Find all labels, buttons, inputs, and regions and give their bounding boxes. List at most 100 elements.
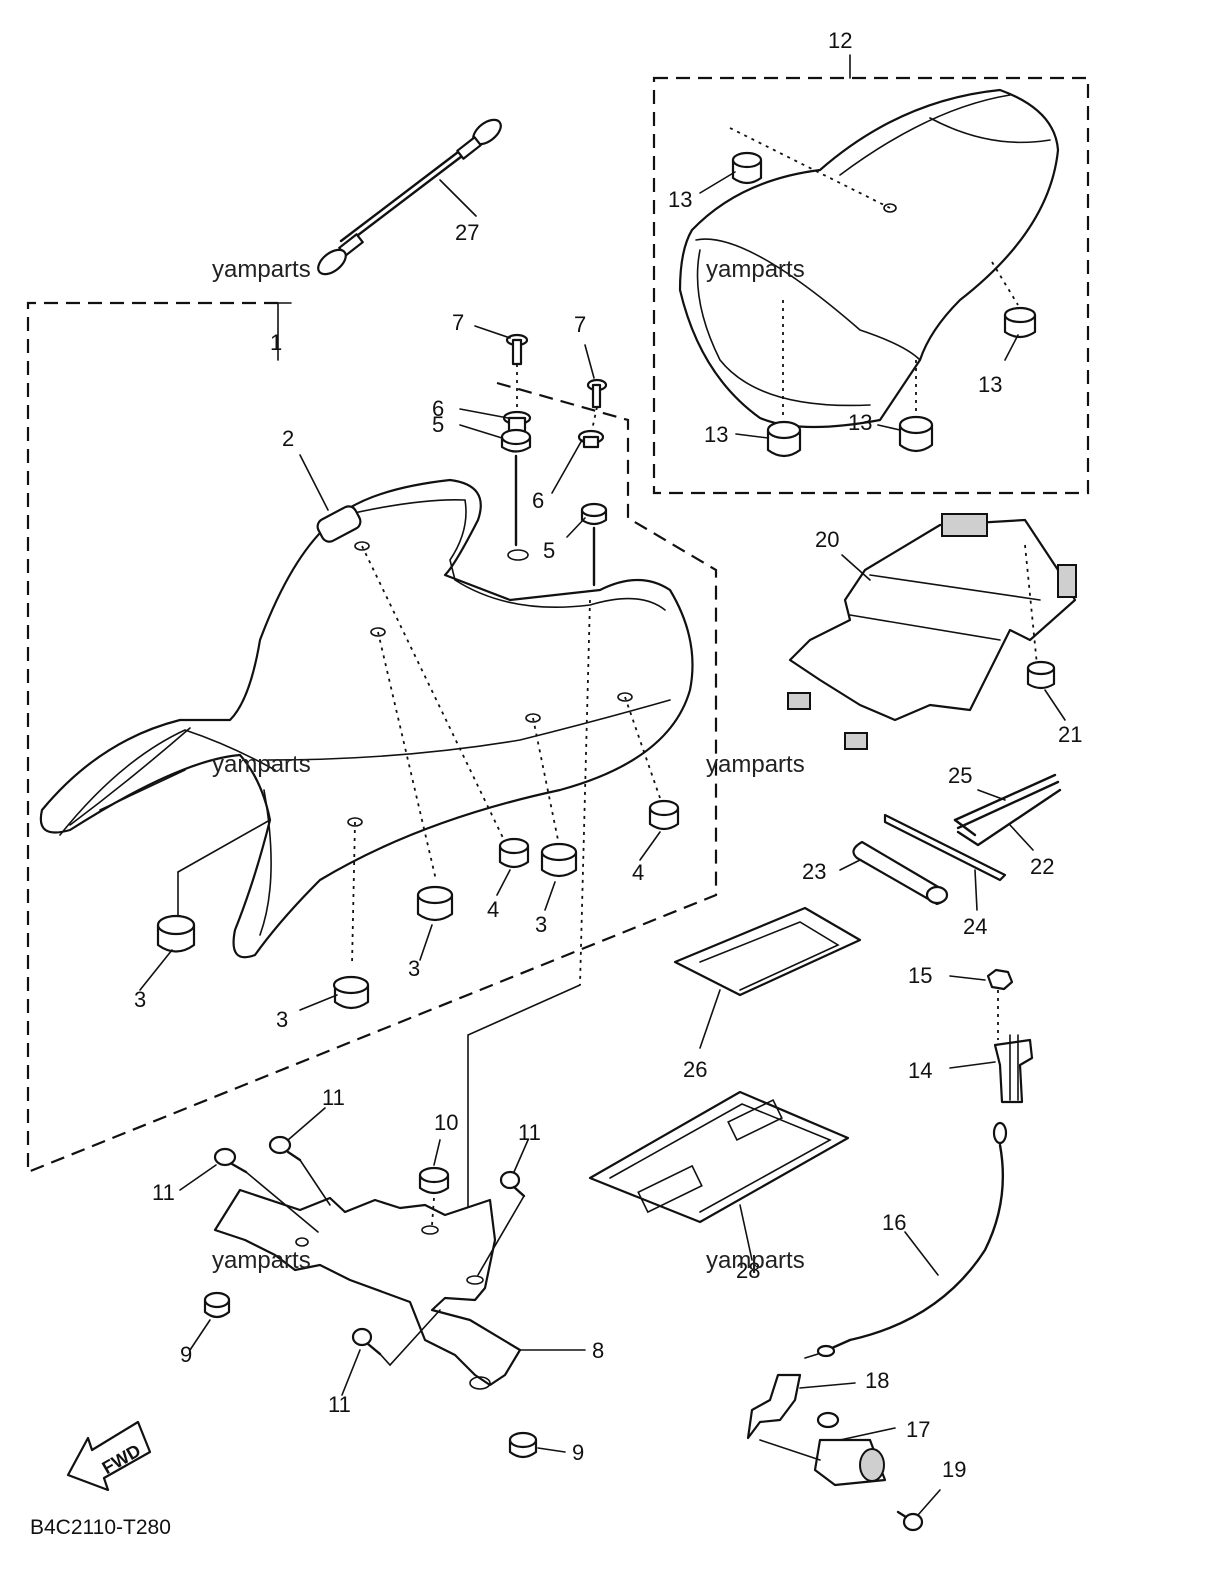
callout-5-b: 5 [543, 538, 555, 563]
damper-13-b [1003, 306, 1037, 339]
callout-2: 2 [282, 426, 294, 451]
diagram-code: B4C2110-T280 [30, 1516, 171, 1539]
callout-13-a: 13 [668, 187, 692, 212]
damper-3-d [540, 842, 578, 878]
seat-lock-cable-16 [804, 1121, 1008, 1359]
callout-6-b: 6 [532, 488, 544, 513]
collar-6-b [577, 429, 605, 449]
bolt-7-b [586, 378, 608, 431]
seat-cover-plate-20 [787, 513, 1077, 750]
damper-3-a [156, 914, 196, 953]
forward-direction-arrow: FWD [66, 1420, 152, 1492]
callout-25: 25 [948, 763, 972, 788]
callout-22: 22 [1030, 854, 1054, 879]
grommet-10 [418, 1166, 450, 1226]
lock-bracket-14 [993, 1034, 1034, 1104]
callout-9-b: 9 [572, 1440, 584, 1465]
screwdriver-blade-24 [883, 813, 1007, 882]
callout-3-b: 3 [276, 1007, 288, 1032]
callout-9-a: 9 [180, 1342, 192, 1367]
callout-7-a: 7 [452, 310, 464, 335]
mount-alignment-line [579, 599, 591, 986]
bolt-19 [896, 1510, 924, 1532]
callout-21: 21 [1058, 722, 1082, 747]
callout-26: 26 [683, 1057, 707, 1082]
callout-5-a: 5 [432, 412, 444, 437]
seat-assembly-boundary-1 [26, 301, 718, 1174]
callout-13-c: 13 [704, 422, 728, 447]
watermark-5: yamparts [212, 1247, 311, 1274]
callout-12: 12 [828, 28, 852, 53]
callout-6-a: 6 [432, 396, 444, 421]
damper-3-c [416, 885, 454, 922]
callout-3-d: 3 [535, 912, 547, 937]
callout-leaders [139, 171, 1066, 1516]
seat-2 [39, 478, 694, 966]
callout-4-b: 4 [632, 860, 644, 885]
callout-4-a: 4 [487, 897, 499, 922]
bolt-11-a [213, 1147, 319, 1233]
watermark-4: yamparts [706, 751, 805, 778]
damper-13-d [898, 415, 934, 453]
hex-wrench-set-22-25 [953, 773, 1062, 847]
callout-18: 18 [865, 1368, 889, 1393]
damper-9-b [508, 1431, 538, 1459]
leader-26 [699, 989, 721, 1049]
callout-11-a: 11 [152, 1180, 175, 1205]
grommet-21 [1026, 660, 1056, 690]
callout-11-d: 11 [328, 1392, 351, 1417]
callout-11-c: 11 [518, 1120, 541, 1145]
seat-lock-cable-27 [317, 118, 502, 276]
watermarks: yamparts yamparts yamparts yamparts yamp… [212, 256, 805, 1274]
damper-13-a [731, 151, 763, 185]
callout-23: 23 [802, 859, 826, 884]
bolt-11-c [477, 1170, 526, 1276]
damper-9-a [203, 1291, 231, 1319]
watermark-1: yamparts [212, 256, 311, 283]
callout-15: 15 [908, 963, 932, 988]
callout-16: 16 [882, 1210, 906, 1235]
single-seat-cowl-boundary-12 [652, 54, 1090, 495]
lock-lever-18 [746, 1373, 802, 1440]
nut-15 [986, 968, 1014, 1040]
callout-27: 27 [455, 220, 479, 245]
callout-numbers: 1 2 3 3 3 3 4 4 5 5 6 6 7 7 8 9 9 10 11 … [134, 28, 1082, 1482]
damper-13-c [766, 420, 802, 458]
single-seat-cowl-12 [678, 88, 1060, 430]
callout-1: 1 [270, 330, 282, 355]
seat-lock-17 [759, 1411, 887, 1487]
callout-28: 28 [736, 1258, 760, 1283]
callout-3-c: 3 [408, 956, 420, 981]
grommet-5-b [580, 502, 608, 587]
grommet-5-a [500, 428, 532, 547]
watermark-3: yamparts [212, 751, 311, 778]
bracket-leader-line [467, 984, 581, 1246]
damper-4-a [498, 837, 530, 869]
callout-14: 14 [908, 1058, 932, 1083]
seat-bracket-8 [213, 1188, 522, 1390]
callout-17: 17 [906, 1417, 930, 1442]
callout-7-b: 7 [574, 312, 586, 337]
bolt-7-a [505, 333, 529, 415]
callout-20: 20 [815, 527, 839, 552]
callout-13-b: 13 [978, 372, 1002, 397]
bolt-11-d [351, 1309, 441, 1367]
manual-pouch-28 [588, 1090, 850, 1224]
callout-19: 19 [942, 1457, 966, 1482]
damper-4-b [648, 799, 680, 831]
callout-11-b: 11 [322, 1085, 345, 1110]
callout-13-d: 13 [848, 410, 872, 435]
callout-24: 24 [963, 914, 987, 939]
damper-3-b [332, 975, 370, 1010]
bolt-11-b [268, 1135, 331, 1206]
callout-8: 8 [592, 1338, 604, 1363]
watermark-2: yamparts [706, 256, 805, 283]
watermark-6: yamparts [706, 1247, 805, 1274]
callout-3-a: 3 [134, 987, 146, 1012]
leader-28 [739, 1204, 753, 1261]
tool-bag-26 [673, 906, 862, 997]
screwdriver-handle-23 [852, 840, 949, 906]
callout-10: 10 [434, 1110, 458, 1135]
